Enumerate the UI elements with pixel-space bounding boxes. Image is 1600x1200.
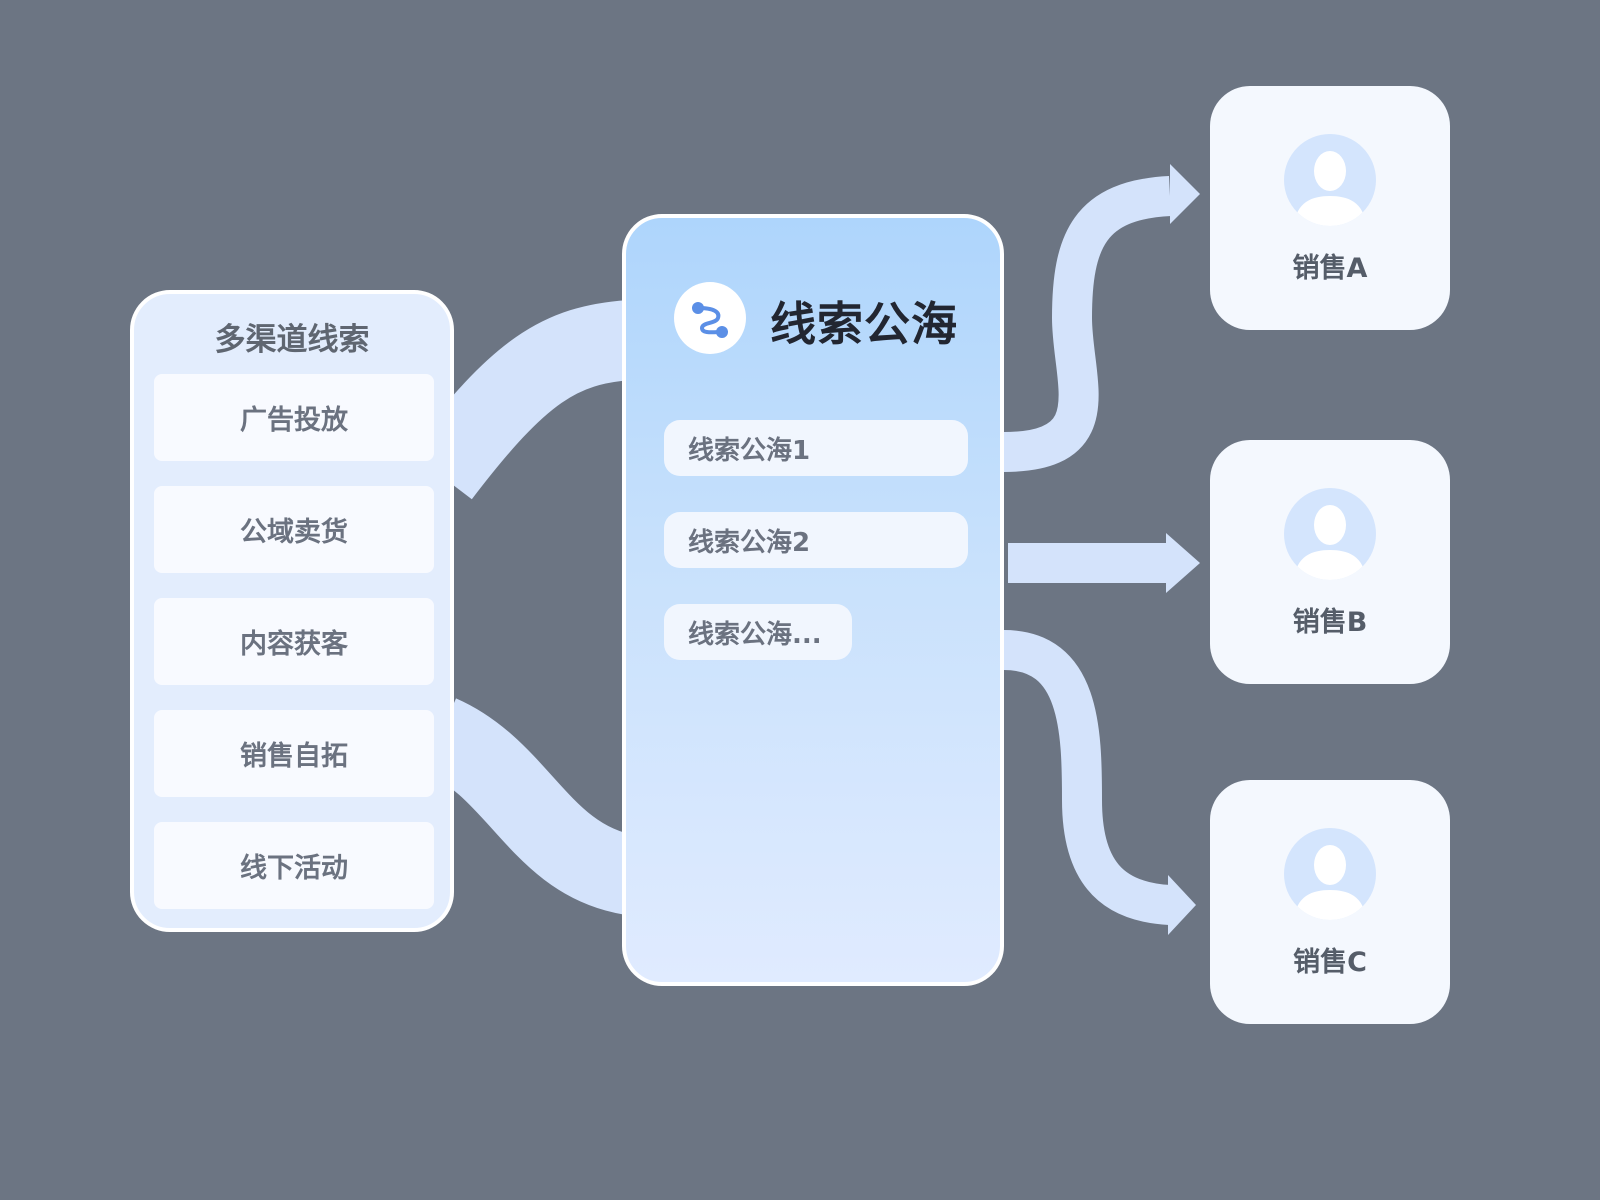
user-avatar-icon bbox=[1284, 828, 1376, 920]
sales-card-c[interactable]: 销售C bbox=[1210, 780, 1450, 1024]
pool-title: 线索公海 bbox=[770, 297, 958, 351]
lead-pool-panel: 线索公海 线索公海1 线索公海2 线索公海... bbox=[622, 214, 1004, 986]
pool-item[interactable]: 线索公海2 bbox=[664, 512, 968, 568]
flow-band-lower bbox=[422, 698, 639, 915]
sales-name: 销售B bbox=[1292, 607, 1368, 638]
flow-band-upper bbox=[408, 300, 634, 500]
sales-card-a[interactable]: 销售A bbox=[1210, 86, 1450, 330]
channel-item[interactable]: 线下活动 bbox=[154, 822, 434, 909]
channel-item[interactable]: 内容获客 bbox=[154, 598, 434, 685]
channel-item[interactable]: 广告投放 bbox=[154, 374, 434, 461]
arrowhead-b bbox=[1166, 533, 1200, 593]
sales-card-b[interactable]: 销售B bbox=[1210, 440, 1450, 684]
user-avatar-icon bbox=[1284, 134, 1376, 226]
channels-panel: 多渠道线索 广告投放 公域卖货 内容获客 销售自拓 线下活动 bbox=[130, 290, 454, 932]
flow-arrow-a bbox=[1003, 176, 1172, 472]
channel-item[interactable]: 销售自拓 bbox=[154, 710, 434, 797]
user-avatar-icon bbox=[1284, 488, 1376, 580]
pool-item[interactable]: 线索公海1 bbox=[664, 420, 968, 476]
route-icon bbox=[674, 282, 746, 354]
pool-item[interactable]: 线索公海... bbox=[664, 604, 852, 660]
channel-item[interactable]: 公域卖货 bbox=[154, 486, 434, 573]
flow-arrow-c bbox=[1002, 630, 1172, 925]
sales-name: 销售C bbox=[1293, 947, 1367, 978]
sales-name: 销售A bbox=[1292, 253, 1368, 284]
arrowhead-a bbox=[1170, 164, 1200, 224]
arrowhead-c bbox=[1168, 875, 1196, 935]
channels-title: 多渠道线索 bbox=[214, 322, 370, 358]
